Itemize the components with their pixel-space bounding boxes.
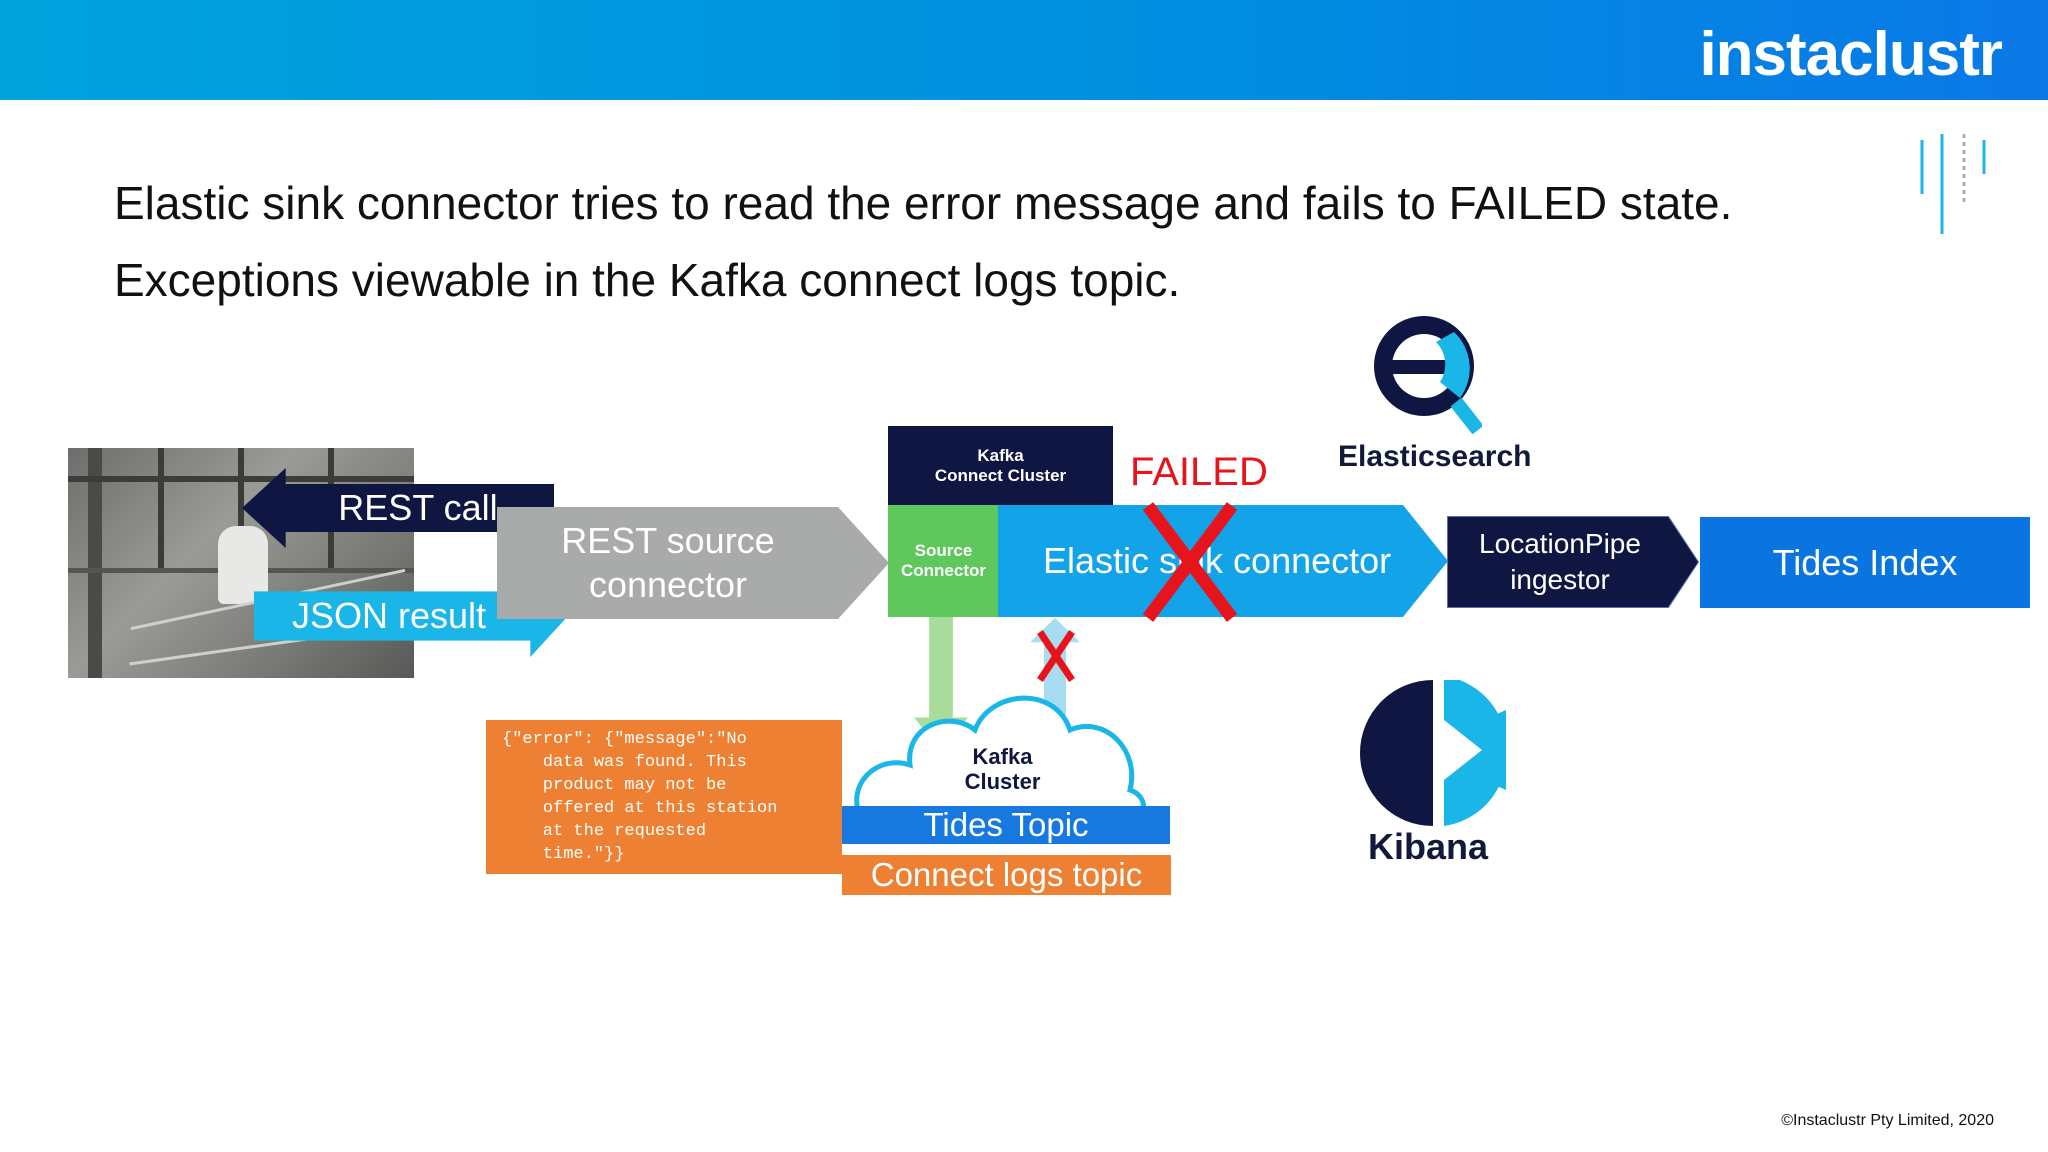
headline-line-2: Exceptions viewable in the Kafka connect…: [114, 254, 1181, 306]
location-pipe-line-2: ingestor: [1510, 564, 1610, 595]
location-pipe-ingestor: LocationPipe ingestor: [1448, 517, 1698, 607]
kafka-cluster-line-1: Kafka: [972, 744, 1033, 769]
rest-source-connector: REST source connector: [497, 507, 889, 619]
kafka-connect-cluster-line-1: Kafka: [977, 445, 1024, 465]
location-pipe-line-1: LocationPipe: [1479, 528, 1641, 559]
instaclustr-logo: instaclustr: [1699, 20, 2003, 89]
read-blocked-x-icon: [1037, 630, 1075, 682]
elasticsearch-logo-icon: [1374, 316, 1482, 435]
kafka-cluster-line-2: Cluster: [964, 769, 1041, 794]
copyright-text: ©Instaclustr Pty Limited, 2020: [1781, 1112, 1994, 1129]
tides-topic-bar: Tides Topic: [842, 806, 1170, 844]
error-line: at the requested: [502, 822, 707, 841]
headline-line-1: Elastic sink connector tries to read the…: [114, 177, 1733, 229]
kafka-connect-cluster-line-2: Connect Cluster: [934, 465, 1067, 485]
error-line: offered at this station: [502, 799, 778, 818]
rest-source-label-line-1: REST source: [561, 520, 775, 561]
source-connector-line-2: Connector: [901, 561, 986, 580]
kafka-cluster-cloud-icon: [854, 695, 1146, 813]
error-line: {"error": {"message":"No: [502, 730, 747, 749]
kibana-logo-icon: [1360, 680, 1506, 826]
header-bar: instaclustr: [0, 0, 2048, 100]
source-connector-box: Source Connector: [888, 505, 999, 617]
error-message-box: {"error": {"message":"No data was found.…: [486, 720, 842, 874]
error-line: product may not be: [502, 776, 727, 795]
rest-source-label-line-2: connector: [588, 564, 748, 605]
source-connector-line-1: Source: [914, 541, 973, 560]
elastic-sink-connector: Elastic sink connector: [998, 505, 1448, 617]
kibana-label: Kibana: [1368, 826, 1489, 867]
decorative-lines-icon: [1920, 134, 1986, 234]
kafka-connect-cluster-box: Kafka Connect Cluster: [888, 426, 1113, 505]
error-line: data was found. This: [502, 753, 747, 772]
tide-station-photo: [68, 448, 414, 678]
failed-label: FAILED: [1130, 450, 1268, 494]
failed-x-icon: [1142, 502, 1238, 622]
elasticsearch-label: Elasticsearch: [1338, 440, 1532, 473]
kafka-cluster-label: Kafka Cluster: [935, 744, 1070, 794]
error-line: time."}}: [502, 845, 625, 864]
connect-logs-topic-bar: Connect logs topic: [842, 855, 1171, 895]
tides-index-box: Tides Index: [1700, 517, 2030, 608]
